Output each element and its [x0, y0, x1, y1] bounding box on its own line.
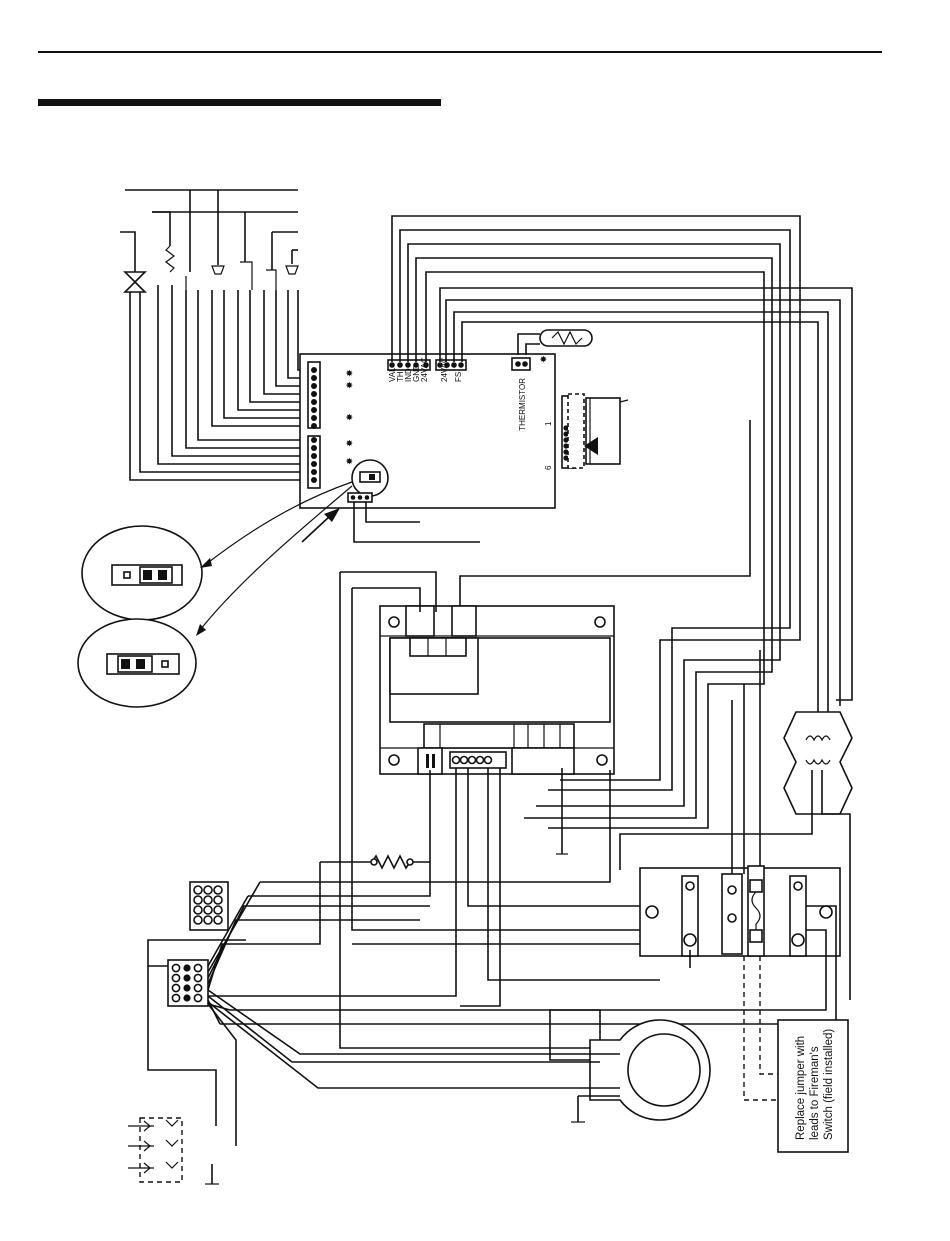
thermistor-probe-icon	[518, 330, 592, 355]
board-pin	[311, 453, 317, 459]
led-icon: ✸	[345, 457, 353, 466]
plug-socket	[172, 964, 179, 971]
plug-socket	[194, 886, 202, 894]
plug-socket	[194, 974, 201, 981]
led-icon: ✸	[345, 439, 353, 448]
board-pin	[451, 362, 457, 368]
module-pin	[453, 757, 460, 764]
module-pin	[426, 754, 429, 768]
jumper-callout-position-2	[78, 619, 196, 707]
module-pin	[477, 757, 484, 764]
plug-socket	[183, 994, 190, 1001]
terminal-label-24vac-2: 24VAC	[440, 357, 449, 382]
note-line-2: leads to Fireman's	[809, 1046, 821, 1140]
svg-text:✸: ✸	[345, 369, 353, 378]
board-pin	[311, 423, 317, 429]
plug-socket	[172, 994, 179, 1001]
board-pin	[311, 407, 317, 413]
rollout-switch-icon	[320, 856, 430, 868]
ignition-module	[380, 606, 614, 774]
board-pin	[458, 362, 464, 368]
terminal-label-24vac-1: 24VAC	[420, 357, 429, 382]
plug-socket	[204, 886, 212, 894]
board-pin	[311, 375, 317, 381]
callout-arrows	[196, 482, 352, 636]
plug-socket	[214, 886, 222, 894]
pin-label-6: 6	[544, 465, 553, 470]
plug-socket	[194, 896, 202, 904]
note-line-1: Replace jumper with	[795, 1036, 807, 1140]
board-pin	[311, 437, 317, 443]
board-pin	[311, 469, 317, 475]
module-pin	[469, 757, 476, 764]
ground-symbols	[205, 854, 585, 1184]
note-line-3: Switch (field installed)	[823, 1029, 835, 1140]
led-icon: ✸	[345, 413, 353, 422]
connector-plug-rear	[168, 960, 208, 1006]
board-pin	[515, 361, 521, 367]
door-switches-icon	[128, 1118, 182, 1182]
jumper-callout-position-1	[82, 526, 202, 620]
board-pin	[522, 361, 528, 367]
terminal-label-fs: FS	[454, 372, 463, 382]
svg-text:✸: ✸	[345, 413, 353, 422]
relay-block	[640, 866, 840, 968]
switch-icon	[128, 1162, 178, 1173]
pin-label-1: 1	[544, 421, 553, 426]
led-icon: ✸	[345, 369, 353, 378]
board-pin	[405, 362, 411, 368]
switch-icon	[128, 1120, 178, 1131]
plug-socket	[204, 896, 212, 904]
board-pin	[311, 461, 317, 467]
svg-text:✸: ✸	[345, 381, 353, 390]
board-pin	[311, 399, 317, 405]
plug-socket	[183, 964, 190, 971]
plug-socket	[194, 964, 201, 971]
plug-socket	[183, 974, 190, 981]
svg-text:✸: ✸	[345, 439, 353, 448]
board-pin	[311, 367, 317, 373]
board-pin	[389, 362, 395, 368]
plug-socket	[214, 916, 222, 924]
connector-plug-front	[190, 882, 228, 930]
svg-text:✸: ✸	[345, 457, 353, 466]
section-heading-bar	[38, 99, 441, 106]
pressure-switch-icons	[186, 262, 298, 290]
plug-socket	[172, 974, 179, 981]
resistor-sensor-icon	[166, 246, 174, 272]
ribbon-connector-icon	[568, 394, 628, 468]
plug-socket	[214, 906, 222, 914]
plug-socket	[214, 896, 222, 904]
board-pin	[311, 415, 317, 421]
module-pin	[485, 757, 492, 764]
svg-text:✸: ✸	[539, 355, 547, 364]
board-pin	[311, 445, 317, 451]
switch-icon	[128, 1140, 178, 1151]
board-pin	[311, 383, 317, 389]
board-pin	[397, 362, 403, 368]
gas-valve-icon	[125, 272, 145, 292]
plug-socket	[194, 984, 201, 991]
plug-socket	[204, 906, 212, 914]
plug-socket	[172, 984, 179, 991]
control-board: VAL TH IND GND 24VAC 24VAC FS THERMISTOR…	[300, 354, 576, 508]
plug-socket	[194, 916, 202, 924]
led-icon: ✸	[345, 381, 353, 390]
thermistor-label: THERMISTOR	[518, 378, 527, 431]
board-pin	[311, 477, 317, 483]
sensor-wires	[120, 190, 316, 480]
plug-socket	[194, 906, 202, 914]
plug-socket	[183, 984, 190, 991]
led-icon: ✸	[539, 355, 547, 364]
fireman-switch-note: Replace jumper with leads to Fireman's S…	[778, 1020, 848, 1152]
plug-socket	[194, 994, 201, 1001]
module-pin	[432, 754, 435, 768]
module-pin	[461, 757, 468, 764]
board-pin	[311, 391, 317, 397]
plug-socket	[204, 916, 212, 924]
blower-motor	[578, 1020, 710, 1120]
